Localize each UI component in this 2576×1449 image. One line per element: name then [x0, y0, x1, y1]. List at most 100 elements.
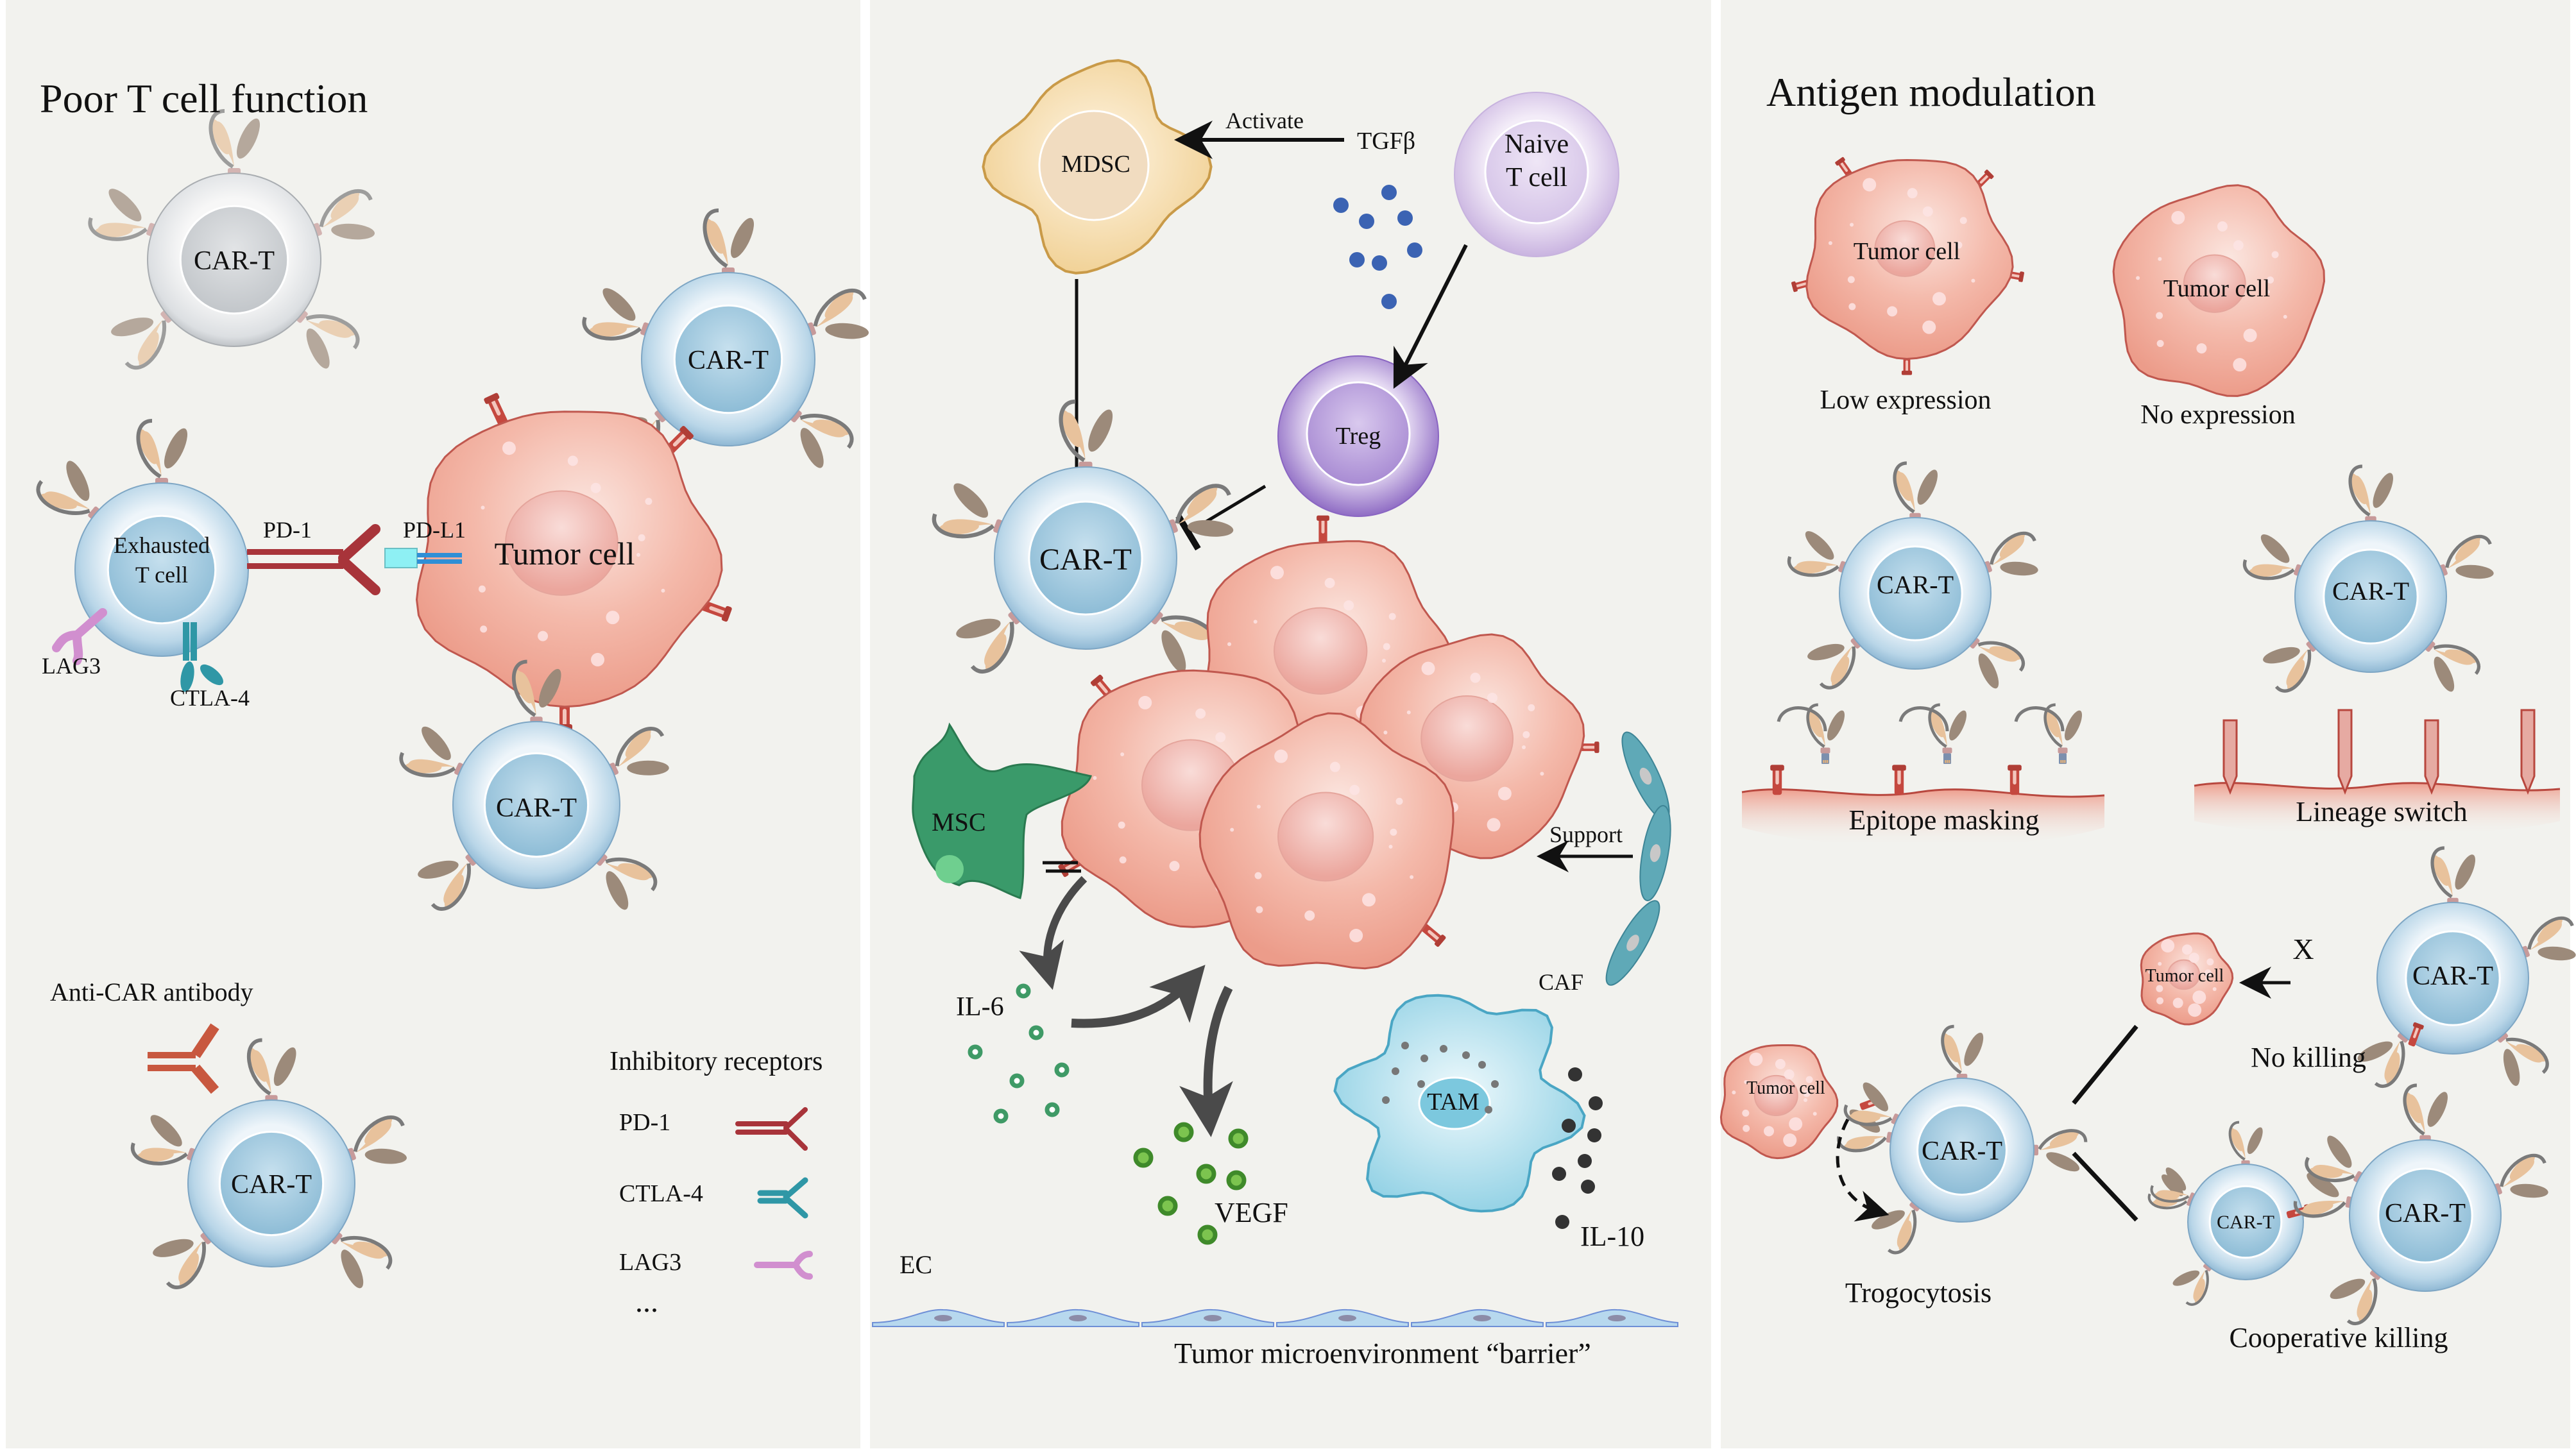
endothelial-nucleus [1069, 1315, 1087, 1321]
masked-epitope [2008, 705, 2085, 795]
masking-loop [1777, 706, 1827, 732]
arrow-msc-to-il6 [1019, 876, 1088, 990]
car-t-label-nokill: CAR-T [2412, 962, 2493, 991]
vesicle-dot [2266, 290, 2270, 294]
vesicle-dot [1848, 303, 1856, 310]
vesicle-dot [1119, 856, 1127, 864]
msc-label: MSC [932, 808, 986, 836]
tam-granule [1478, 1061, 1486, 1069]
vesicle-dot [1804, 1098, 1807, 1102]
car-t-label-coop-small: CAR-T [2217, 1212, 2274, 1233]
vesicle-dot [1922, 206, 1933, 217]
car-t-label-trogo: CAR-T [1922, 1137, 2002, 1166]
vegf-dot [1173, 1122, 1194, 1142]
tumor-nucleus [2183, 254, 2246, 313]
vesicle-dot [2283, 314, 2287, 319]
naive-nucleus [1484, 119, 1589, 225]
vesicle-dot [2188, 1003, 2202, 1017]
vesicle-dot [1828, 241, 1832, 246]
membrane-edge [1741, 788, 2105, 798]
support-label: Support [1549, 822, 1623, 847]
vesicle-dot [1847, 276, 1855, 284]
vesicle-dot [1349, 929, 1363, 943]
vegf-label: VEGF [1215, 1197, 1288, 1228]
pd1-bar [247, 563, 343, 569]
pd1-arm [338, 556, 380, 595]
vesicle-dot [2205, 969, 2212, 977]
naive-label-1: Naive [1505, 130, 1569, 159]
vegf-dot [1157, 1196, 1178, 1216]
endothelial-nucleus [1204, 1315, 1222, 1321]
vesicle-dot [1523, 731, 1530, 738]
vesicle-dot [480, 625, 488, 633]
vesicle-dot [1744, 1080, 1748, 1084]
pdl1-stem [417, 553, 462, 557]
tumor-cell-label-none: Tumor cell [2163, 275, 2270, 302]
vesicle-dot [1743, 1124, 1750, 1132]
car-receptor-icon [1926, 705, 1970, 764]
ec-label: EC [900, 1250, 932, 1279]
vesicle-dot [1522, 745, 1526, 749]
vesicle-dot [2161, 938, 2175, 953]
tumor-antigen-icon [2008, 765, 2022, 795]
lag3-label: LAG3 [42, 653, 101, 679]
vesicle-dot [1749, 1052, 1763, 1066]
pdl1-head [384, 548, 418, 568]
tam-label: TAM [1427, 1089, 1479, 1115]
vesicle-dot [2196, 343, 2207, 354]
vesicle-dot [1215, 732, 1226, 743]
vesicle-dot [1764, 1126, 1775, 1137]
car-t-nucleus [673, 304, 783, 414]
car-t-label-bottom: CAR-T [496, 793, 577, 823]
car-t-nucleus [2405, 930, 2501, 1026]
cooperative-killing-label: Cooperative killing [2230, 1322, 2448, 1353]
tam-granule [1382, 1096, 1390, 1104]
vesicle-dot [2156, 340, 2164, 348]
il6-dot [1009, 1073, 1025, 1089]
vesicle-dot [1955, 241, 1963, 249]
tam-granule [1440, 1045, 1447, 1053]
vesicle-dot [1887, 306, 1898, 317]
vesicle-dot [1388, 845, 1393, 849]
vesicle-dot [1784, 1069, 1795, 1080]
naive-t-cell [1454, 92, 1619, 257]
caf-nucleus [1639, 767, 1652, 785]
membrane-edge [2194, 782, 2561, 792]
tumor-nucleus [505, 490, 618, 596]
vesicle-dot [538, 631, 549, 641]
vesicle-dot [1304, 910, 1315, 921]
vesicle-dot [502, 441, 516, 455]
endothelial-nucleus [934, 1315, 952, 1321]
vesicle-dot [1388, 613, 1396, 620]
tam-granule [1417, 1080, 1425, 1088]
tumor-nucleus [2167, 959, 2201, 990]
vesicle-dot [2171, 210, 2185, 225]
arrow-tumor-to-vegf [1179, 985, 1233, 1137]
tumor-cell-pdl1 [415, 392, 733, 731]
caf-cell [1639, 805, 1671, 901]
car-t-cell-top-right [579, 210, 878, 478]
car-t-label-epitope: CAR-T [1877, 570, 1954, 599]
caf-cell [1605, 900, 1660, 986]
tam-granule [1491, 1080, 1499, 1088]
ctla4-lobe [180, 661, 194, 692]
il10-label: IL-10 [1580, 1221, 1644, 1252]
tgfb-dot [1397, 210, 1413, 226]
pd1-bar [247, 549, 343, 555]
arrow-il6-to-tumor [1071, 965, 1206, 1028]
vesicle-dot [1274, 749, 1288, 763]
vesicle-dot [645, 498, 653, 505]
endothelial-cell-layer [872, 1309, 1678, 1327]
ctla4-receptor-icon [180, 622, 224, 692]
car-t-label-top-right: CAR-T [688, 346, 769, 375]
tam-nucleus [1418, 1076, 1491, 1130]
tumor-nucleus [1874, 220, 1936, 277]
vegf-dot [1228, 1128, 1249, 1149]
car-t-nucleus [218, 1130, 325, 1237]
ctla4-lobe [200, 664, 224, 686]
il10-dot [1578, 1154, 1592, 1168]
car-t-nucleus [179, 205, 289, 315]
il6-dot [968, 1044, 983, 1060]
activate-label: Activate [1225, 108, 1304, 133]
vesicle-dot [1540, 772, 1544, 776]
